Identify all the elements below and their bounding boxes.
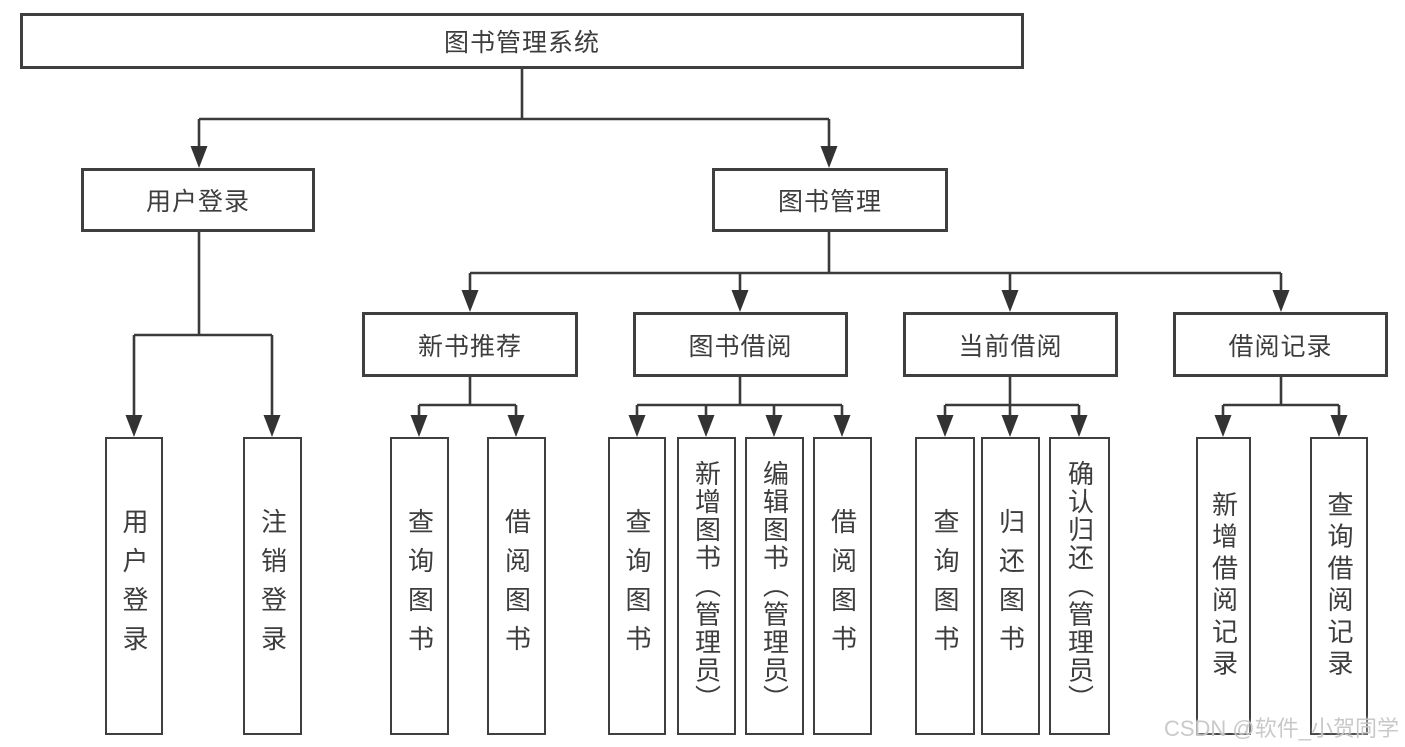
leaf-query-books-borrow: 查询图书	[608, 437, 666, 735]
node-label: 图书借阅	[688, 332, 793, 361]
leaf-label: 新增图书（管理员）	[691, 459, 722, 713]
leaf-borrow-books-recommend: 借阅图书	[487, 437, 546, 735]
leaf-logout: 注销登录	[243, 437, 302, 735]
leaf-edit-books-admin: 编辑图书（管理员）	[745, 437, 804, 735]
node-label: 借阅记录	[1228, 332, 1333, 361]
leaf-return-books: 归还图书	[981, 437, 1040, 735]
node-label: 当前借阅	[958, 332, 1063, 361]
leaf-label: 注销登录	[257, 508, 288, 664]
leaf-add-borrow-record: 新增借阅记录	[1196, 437, 1251, 735]
node-label: 用户登录	[145, 188, 250, 216]
node-label: 图书管理系统	[443, 29, 600, 57]
leaf-label: 查询借阅记录	[1324, 490, 1354, 682]
leaf-label: 借阅图书	[501, 508, 532, 664]
leaf-borrow-books: 借阅图书	[813, 437, 872, 735]
leaf-label: 查询图书	[930, 508, 960, 664]
arrowheads	[125, 146, 1348, 437]
leaf-query-borrow-record: 查询借阅记录	[1310, 437, 1368, 735]
leaf-confirm-return-admin: 确认归还（管理员）	[1049, 437, 1110, 735]
leaf-label: 确认归还（管理员）	[1064, 459, 1095, 713]
node-book-borrow: 图书借阅	[633, 312, 848, 377]
leaf-label: 归还图书	[995, 508, 1026, 664]
leaf-query-books-recommend: 查询图书	[390, 437, 449, 735]
node-new-book-recommend: 新书推荐	[362, 312, 578, 377]
leaf-label: 编辑图书（管理员）	[759, 459, 790, 713]
node-current-borrow: 当前借阅	[903, 312, 1118, 377]
leaf-label: 新增借阅记录	[1208, 490, 1239, 682]
node-user-login: 用户登录	[81, 168, 315, 232]
node-label: 图书管理	[777, 188, 882, 216]
csdn-watermark: CSDN @软件_小贺同学	[1163, 716, 1399, 741]
leaf-query-books-current: 查询图书	[915, 437, 975, 735]
leaf-label: 查询图书	[404, 508, 435, 664]
node-book-management: 图书管理	[712, 168, 948, 232]
node-borrow-records: 借阅记录	[1173, 312, 1388, 377]
leaf-label: 借阅图书	[827, 508, 858, 664]
leaf-user-login: 用户登录	[105, 437, 163, 735]
leaf-label: 查询图书	[622, 508, 652, 664]
leaf-add-books-admin: 新增图书（管理员）	[677, 437, 736, 735]
node-root-system: 图书管理系统	[20, 13, 1024, 69]
node-label: 新书推荐	[417, 332, 522, 361]
leaf-label: 用户登录	[119, 508, 149, 664]
